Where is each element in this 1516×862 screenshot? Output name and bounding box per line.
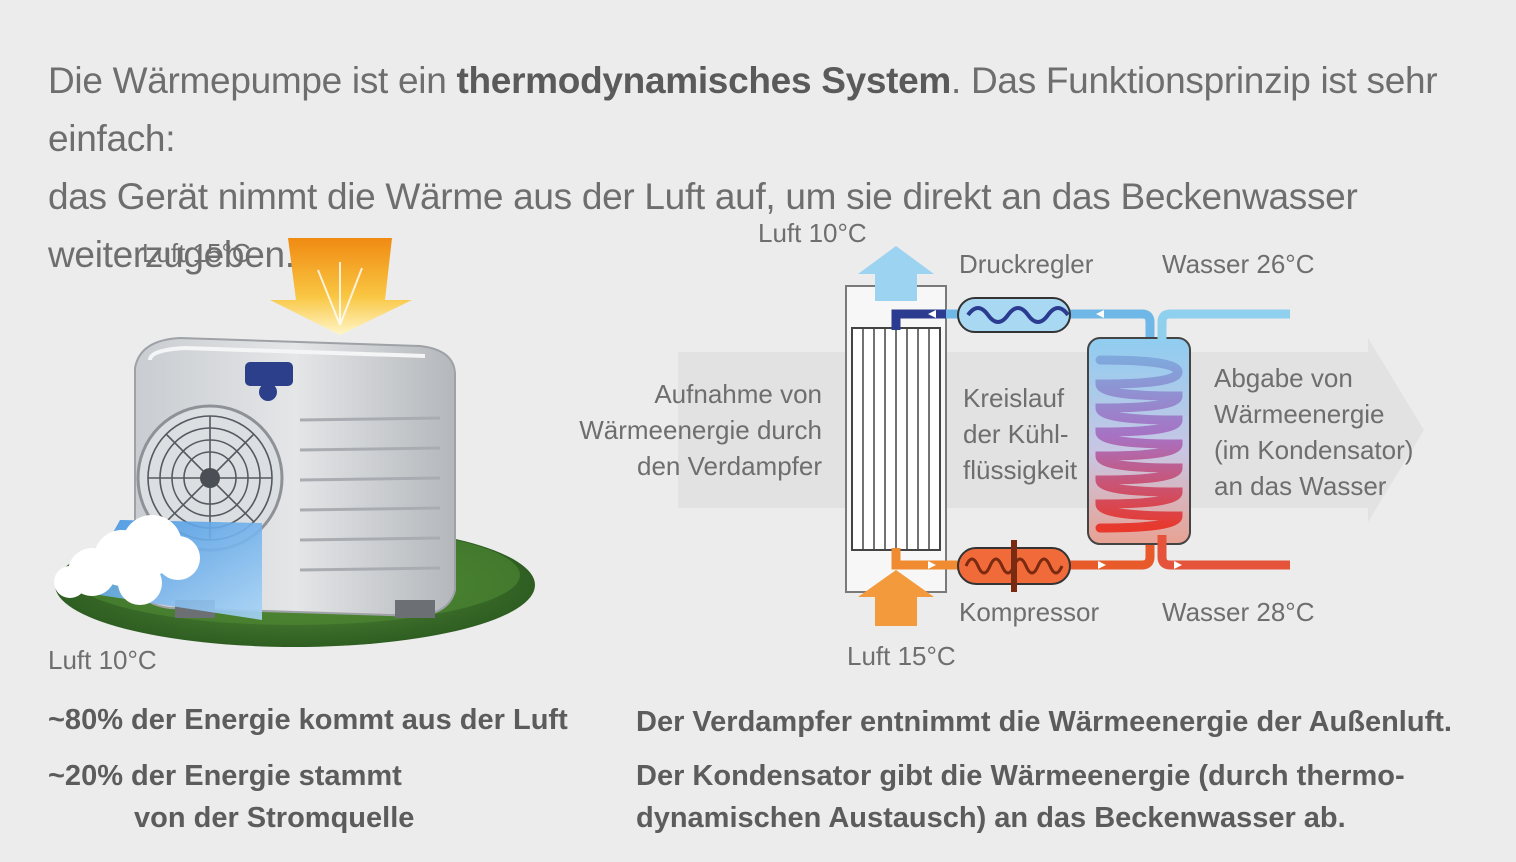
cycle-diagram <box>678 246 1424 626</box>
circuit-label: Kreislauf der Kühl- flüssigkeit <box>963 383 1078 485</box>
intro-line-2: das Gerät nimmt die Wärme aus der Luft a… <box>48 176 1358 275</box>
condenser-caption-2: dynamischen Austausch) an das Beckenwass… <box>636 802 1346 834</box>
logo-badge <box>259 383 277 401</box>
regulator-label: Druckregler <box>959 249 1094 279</box>
intro-text: Die Wärmepumpe ist ein thermodynamisches… <box>48 52 1508 284</box>
air-in-label: Luft 15°C <box>142 238 251 268</box>
energy-power-caption-1: ~20% der Energie stammt <box>48 760 402 792</box>
water-in-label: Wasser 26°C <box>1162 249 1315 279</box>
air-out-label: Luft 10°C <box>48 645 157 675</box>
fan-hub <box>200 468 220 488</box>
cold-air-out-arrow <box>858 246 934 301</box>
water-out-label: Wasser 28°C <box>1162 597 1315 627</box>
condenser-label: Abgabe von Wärmeenergie (im Kondensator)… <box>1214 363 1414 501</box>
compressor-label: Kompressor <box>959 597 1100 627</box>
water-pipe-inlet <box>1157 309 1290 342</box>
warm-air-in-arrow <box>858 570 934 626</box>
cloud-icon <box>54 515 200 605</box>
evaporator-caption: Der Verdampfer entnimmt die Wärmeenergie… <box>636 706 1452 738</box>
energy-power-caption-2: von der Stromquelle <box>134 802 415 834</box>
intro-line-1: Die Wärmepumpe ist ein thermodynamisches… <box>48 60 1438 159</box>
condenser-coil <box>1095 355 1183 533</box>
energy-air-caption: ~80% der Energie kommt aus der Luft <box>48 704 568 736</box>
case-slats <box>299 416 441 572</box>
heat-pump-illustration <box>54 238 535 647</box>
diagram-air-out-label: Luft 10°C <box>758 218 867 248</box>
condenser-caption-1: Der Kondensator gibt die Wärmeenergie (d… <box>636 760 1405 792</box>
water-pipe-outlet <box>1157 535 1290 570</box>
intro-bold: thermodynamisches System <box>456 60 952 101</box>
diagram-air-in-label: Luft 15°C <box>847 641 956 671</box>
pressure-regulator <box>957 297 1071 333</box>
evaporator-label: Aufnahme von Wärmeenergie durch den Verd… <box>579 379 822 481</box>
control-panel <box>245 362 293 386</box>
